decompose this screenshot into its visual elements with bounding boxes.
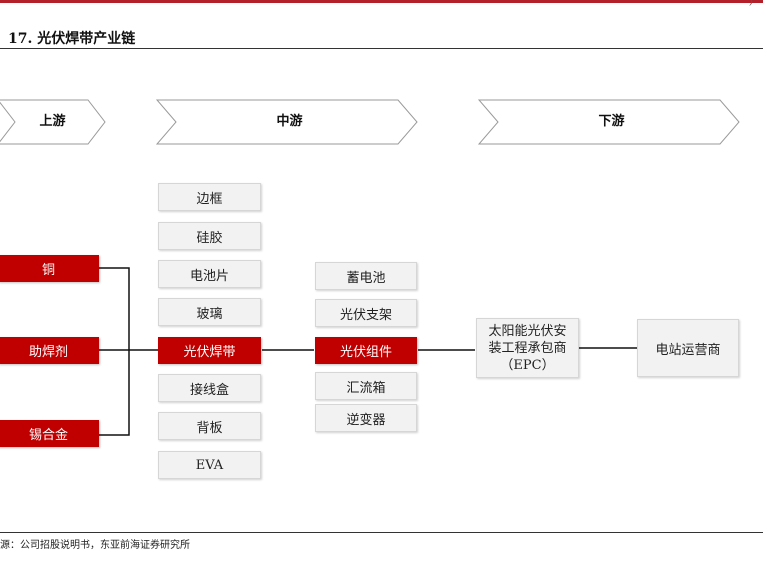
bottom-rule (0, 532, 763, 533)
system-battery: 蓄电池 (315, 262, 417, 290)
top-accent-rule (0, 0, 763, 3)
downstream-epc: 太阳能光伏安 装工程承包商 （EPC） (476, 318, 579, 378)
top-mark: ) (748, 0, 753, 7)
upstream-item-tin-alloy: 锡合金 (0, 420, 99, 447)
title-rule (0, 48, 763, 49)
component-backsheet: 背板 (158, 412, 261, 440)
component-pv-ribbon: 光伏焊带 (158, 337, 261, 364)
stage-midstream-label: 中游 (276, 114, 303, 129)
stage-downstream-label: 下游 (598, 114, 625, 129)
epc-line1: 太阳能光伏安 (488, 323, 567, 339)
component-cell: 电池片 (158, 260, 261, 288)
component-glass: 玻璃 (158, 298, 261, 326)
component-silicone: 硅胶 (158, 222, 261, 250)
upstream-item-flux: 助焊剂 (0, 337, 99, 364)
figure-title: 17. 光伏焊带产业链 (8, 31, 136, 47)
system-inverter: 逆变器 (315, 404, 417, 432)
component-eva: EVA (158, 451, 261, 479)
downstream-operator: 电站运营商 (637, 319, 739, 377)
epc-line2: 装工程承包商 (488, 340, 567, 356)
system-pv-module: 光伏组件 (315, 337, 417, 364)
upstream-item-copper: 铜 (0, 255, 99, 282)
stage-upstream-label: 上游 (39, 114, 66, 129)
source-note: 源：公司招股说明书，东亚前海证券研究所 (0, 540, 190, 551)
system-combiner-box: 汇流箱 (315, 372, 417, 400)
epc-line3: （EPC） (500, 357, 555, 373)
component-junction-box: 接线盒 (158, 374, 261, 402)
system-mount: 光伏支架 (315, 299, 417, 327)
component-frame: 边框 (158, 183, 261, 211)
